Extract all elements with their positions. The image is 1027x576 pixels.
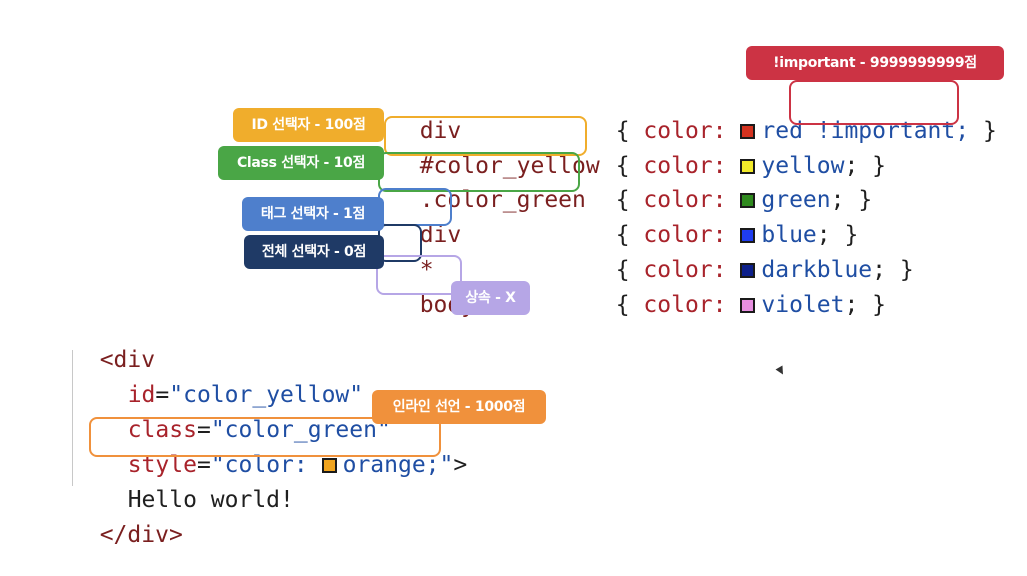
close-brace: } (858, 153, 887, 179)
semicolon: ; (844, 153, 859, 179)
mouse-cursor-icon (775, 365, 787, 377)
html-id-attr: id="color_yellow" (100, 350, 363, 410)
css-decl-3: { color: green; } (588, 155, 872, 215)
color-swatch-orange (321, 458, 337, 473)
color-swatch-darkblue (740, 263, 756, 278)
css-selector: * (419, 257, 434, 283)
css-property: color: (643, 187, 727, 213)
css-property: color: (643, 292, 727, 318)
id-highlight-box (384, 116, 587, 156)
semicolon: ; (844, 292, 859, 318)
important-flag: !important; (802, 118, 970, 144)
css-value: blue (761, 222, 817, 248)
color-swatch-violet (740, 298, 756, 313)
color-swatch-red (740, 124, 756, 139)
css-property: color: (643, 153, 727, 179)
close-brace: } (830, 222, 859, 248)
css-rule-5: * (392, 225, 434, 285)
tag-highlight-box (378, 188, 452, 226)
class-highlight-box (378, 152, 580, 192)
close-brace: } (844, 187, 873, 213)
open-brace: { (615, 153, 630, 179)
open-brace: { (615, 257, 630, 283)
open-brace: { (615, 292, 630, 318)
universal-selector-label: 전체 선택자 - 0점 (244, 235, 384, 269)
css-value: darkblue (761, 257, 873, 283)
html-style-attr: style="color: orange;"> (100, 420, 468, 480)
html-text: Hello world! (100, 455, 294, 515)
attr-name: id (127, 382, 156, 408)
equals: = (196, 452, 211, 478)
css-decl-6: { color: violet; } (588, 260, 886, 320)
inherit-highlight-box (376, 255, 462, 295)
css-decl-4: { color: blue; } (588, 190, 859, 250)
tag-end: > (453, 452, 468, 478)
open-brace: { (615, 118, 630, 144)
css-rule-2: #color_yellow (392, 121, 600, 181)
close-brace: } (886, 257, 914, 283)
open-tag: <div (99, 347, 156, 373)
css-property: color: (643, 257, 727, 283)
close-brace: } (969, 118, 997, 144)
open-brace: { (615, 222, 630, 248)
class-selector-label: Class 선택자 - 10점 (218, 146, 384, 180)
css-property: color: (643, 118, 727, 144)
inherit-label: 상속 - X (451, 281, 530, 315)
css-value: green (761, 187, 831, 213)
inline-style-label: 인라인 선언 - 1000점 (372, 390, 546, 424)
css-value: yellow (761, 153, 845, 179)
css-decl-1: { color: red !important; } (588, 86, 997, 146)
equals: = (155, 382, 170, 408)
semicolon: ; (872, 257, 887, 283)
css-selector: #color_yellow (419, 153, 600, 179)
close-brace: } (858, 292, 887, 318)
css-rule-1: div (392, 86, 462, 146)
important-label: !important - 9999999999점 (746, 46, 1004, 80)
css-selector: div (419, 222, 462, 248)
html-class-attr: class="color_green" (100, 385, 391, 445)
tag-selector-label: 태그 선택자 - 1점 (242, 197, 384, 231)
color-swatch-yellow (740, 159, 756, 174)
html-close-tag: </div> (72, 490, 183, 550)
color-swatch-green (740, 193, 756, 208)
semicolon: ; (830, 187, 845, 213)
indent-guide (72, 350, 73, 486)
color-swatch-blue (740, 228, 756, 243)
css-value: violet (761, 292, 845, 318)
element-text: Hello world! (127, 487, 294, 513)
css-selector: div (419, 118, 462, 144)
open-brace: { (615, 187, 630, 213)
close-tag: </div> (99, 522, 183, 548)
id-selector-label: ID 선택자 - 100점 (233, 108, 384, 142)
inline-style-highlight-box (89, 417, 441, 457)
html-open-tag: <div (72, 315, 155, 375)
attr-name: class (127, 417, 197, 443)
css-decl-5: { color: darkblue; } (588, 225, 914, 285)
css-decl-2: { color: yellow; } (588, 121, 886, 181)
attr-value: "color_yellow" (169, 382, 364, 408)
css-rule-4: div (392, 190, 462, 250)
attr-value: "color_green" (210, 417, 391, 443)
css-property: color: (643, 222, 727, 248)
equals: = (196, 417, 211, 443)
semicolon: ; (816, 222, 831, 248)
important-highlight-box (789, 80, 959, 125)
